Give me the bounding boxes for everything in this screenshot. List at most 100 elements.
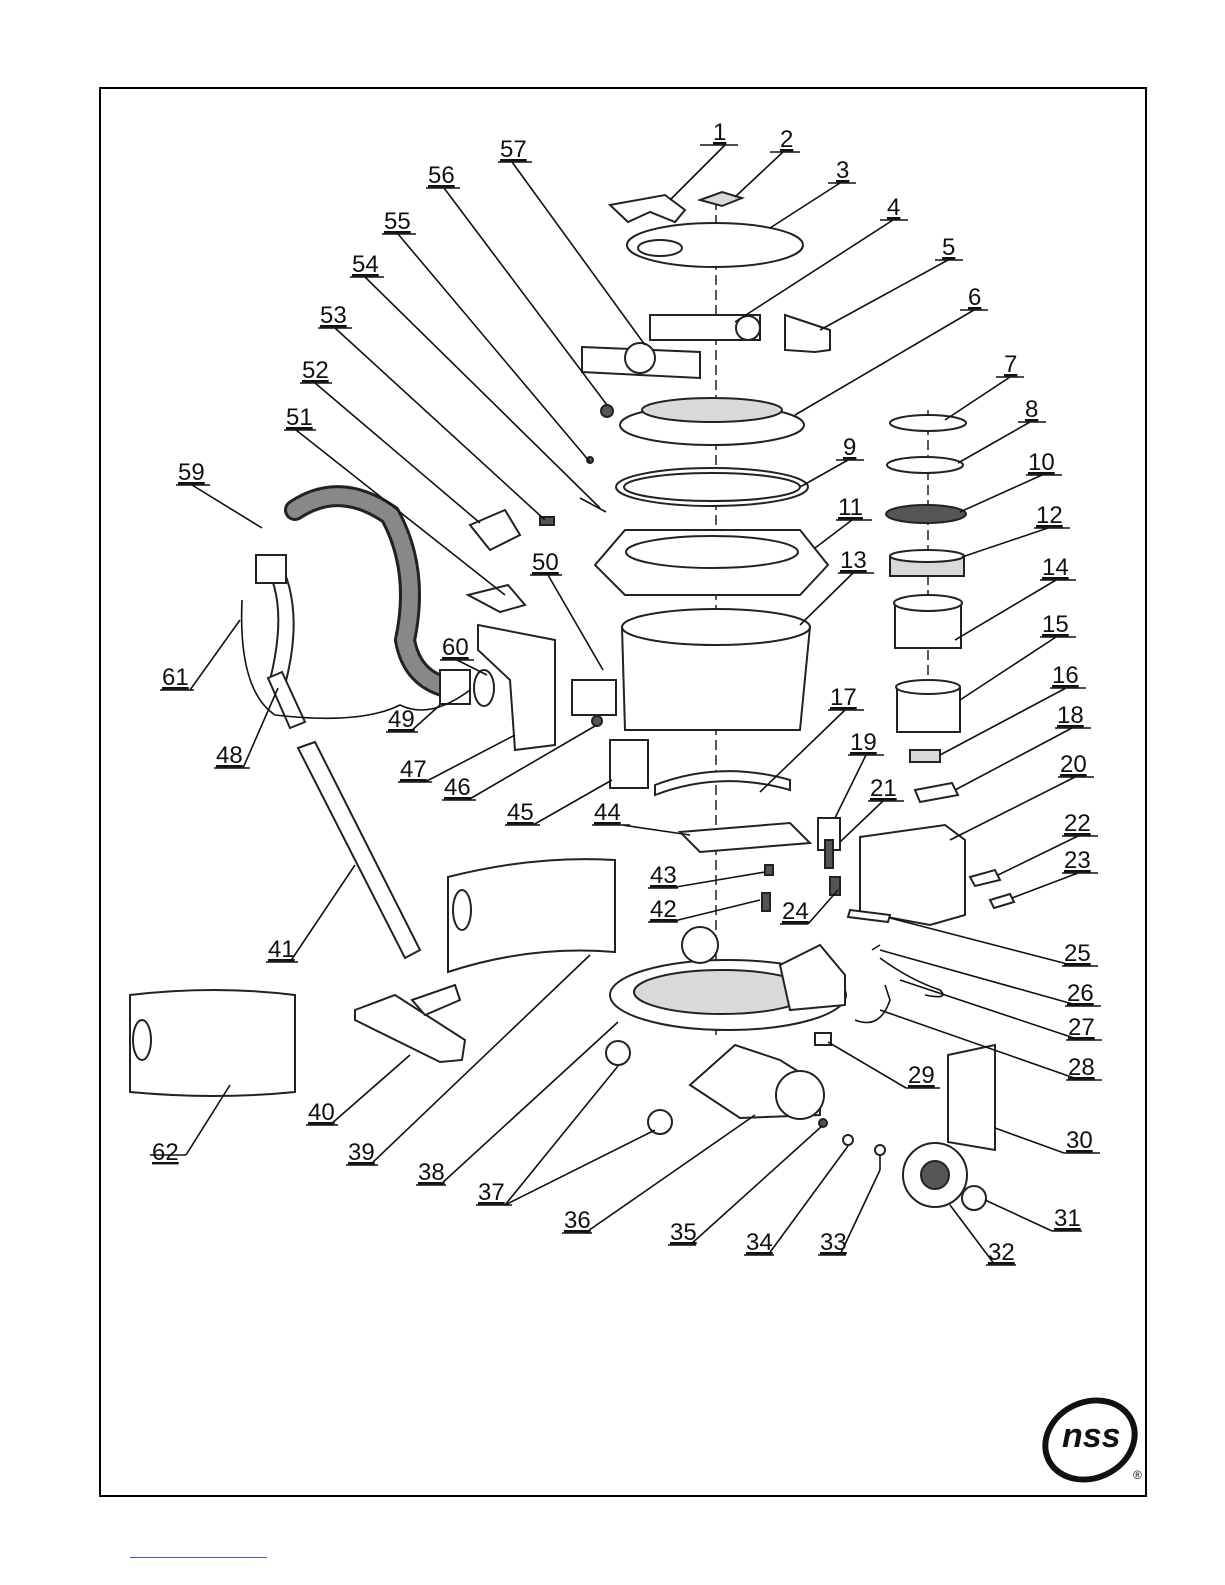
part-6-motor-cover — [620, 398, 804, 445]
part-26-pin — [872, 945, 880, 950]
callout-4: 4 — [887, 194, 900, 221]
callout-41: 41 — [268, 936, 295, 963]
callout-24: 24 — [782, 898, 809, 925]
callout-15: 15 — [1042, 611, 1069, 638]
part-28-wire — [855, 985, 890, 1023]
part-18-bracket — [915, 783, 958, 802]
callout-45: 45 — [507, 799, 534, 826]
callout-11: 11 — [838, 494, 863, 521]
callout-32: 32 — [988, 1239, 1015, 1266]
callout-60: 60 — [442, 634, 469, 661]
callout-31: 31 — [1054, 1205, 1081, 1232]
callout-62: 62 — [152, 1139, 179, 1166]
callout-39: 39 — [348, 1139, 375, 1166]
part-7-filter-ring — [890, 415, 966, 431]
callout-14: 14 — [1042, 554, 1069, 581]
part-62-bag — [130, 990, 295, 1096]
callout-61: 61 — [162, 664, 189, 691]
part-8-filter-disc — [887, 457, 963, 473]
callout-17: 17 — [830, 684, 857, 711]
callout-35: 35 — [670, 1219, 697, 1246]
callout-1: 1 — [713, 119, 726, 146]
part-22-clip — [970, 870, 1000, 886]
part-21-spring — [825, 840, 833, 868]
callout-29: 29 — [908, 1062, 935, 1089]
callout-57: 57 — [500, 136, 527, 163]
callout-5: 5 — [942, 234, 955, 261]
nss-logo: nss ® — [1032, 1386, 1147, 1494]
part-16-clip — [910, 750, 940, 762]
part-37-castor-a — [606, 1041, 630, 1065]
part-11-lid-frame — [595, 530, 828, 595]
part-2-knob — [700, 192, 742, 206]
part-50-hose-coupler — [572, 680, 616, 715]
callout-7: 7 — [1004, 351, 1017, 378]
part-36-wheel-housing — [690, 1045, 824, 1119]
callout-48: 48 — [216, 742, 243, 769]
callout-42: 42 — [650, 896, 677, 923]
callout-46: 46 — [444, 774, 471, 801]
part-61-hose-handle — [256, 555, 294, 685]
callout-6: 6 — [968, 284, 981, 311]
part-12-filter-cage — [890, 550, 964, 576]
callout-30: 30 — [1066, 1127, 1093, 1154]
callout-38: 38 — [418, 1159, 445, 1186]
part-9-gasket — [616, 468, 808, 506]
part-45-card — [610, 740, 648, 788]
logo-text: nss — [1062, 1417, 1121, 1455]
callout-51: 51 — [286, 404, 313, 431]
callout-53: 53 — [320, 302, 347, 329]
callout-44: 44 — [594, 799, 621, 826]
callout-33: 33 — [820, 1229, 847, 1256]
part-44-filter-pad — [680, 823, 810, 852]
part-13-tank-housing — [622, 609, 810, 730]
part-1-handle-cap — [610, 195, 685, 222]
part-43-clip — [765, 865, 773, 875]
callout-16: 16 — [1052, 662, 1079, 689]
part-30-flap — [948, 1045, 995, 1150]
callout-13: 13 — [840, 547, 867, 574]
callout-59: 59 — [178, 459, 205, 486]
bottom-link-underline[interactable] — [130, 1557, 267, 1558]
part-59-hose — [295, 496, 470, 704]
callout-2: 2 — [780, 126, 793, 153]
callout-43: 43 — [650, 862, 677, 889]
callout-8: 8 — [1025, 396, 1038, 423]
logo-registered: ® — [1133, 1468, 1142, 1482]
part-52-cap — [470, 510, 520, 550]
callout-18: 18 — [1057, 702, 1084, 729]
callout-55: 55 — [384, 208, 411, 235]
part-14-motor — [894, 595, 962, 648]
callout-52: 52 — [302, 357, 329, 384]
callout-12: 12 — [1036, 502, 1063, 529]
part-42-clip — [762, 893, 770, 911]
callout-21: 21 — [870, 775, 897, 802]
part-15-motor-sleeve — [896, 680, 960, 732]
callout-47: 47 — [400, 756, 427, 783]
callout-20: 20 — [1060, 751, 1087, 778]
part-10-filter-mesh — [886, 505, 966, 523]
callout-10: 10 — [1028, 449, 1055, 476]
part-57-carry-handle — [582, 343, 700, 378]
part-40-floor-nozzle — [355, 985, 465, 1062]
callout-3: 3 — [836, 157, 849, 184]
part-5-nozzle — [785, 315, 830, 352]
part-37-castor-b — [648, 1110, 672, 1134]
part-60-ring — [474, 670, 494, 706]
part-20-motor-mount — [860, 825, 965, 925]
callout-27: 27 — [1068, 1014, 1095, 1041]
part-3-top-cover — [627, 223, 803, 267]
callout-54: 54 — [352, 251, 379, 278]
part-56-screw — [601, 405, 613, 417]
callout-9: 9 — [843, 434, 856, 461]
callout-37: 37 — [478, 1179, 505, 1206]
callout-28: 28 — [1068, 1054, 1095, 1081]
part-4-handle-bar — [650, 315, 760, 340]
part-46-screw — [592, 716, 602, 726]
callout-40: 40 — [308, 1099, 335, 1126]
part-38-base — [610, 927, 846, 1030]
callout-25: 25 — [1064, 940, 1091, 967]
callout-56: 56 — [428, 162, 455, 189]
callout-49: 49 — [388, 706, 415, 733]
